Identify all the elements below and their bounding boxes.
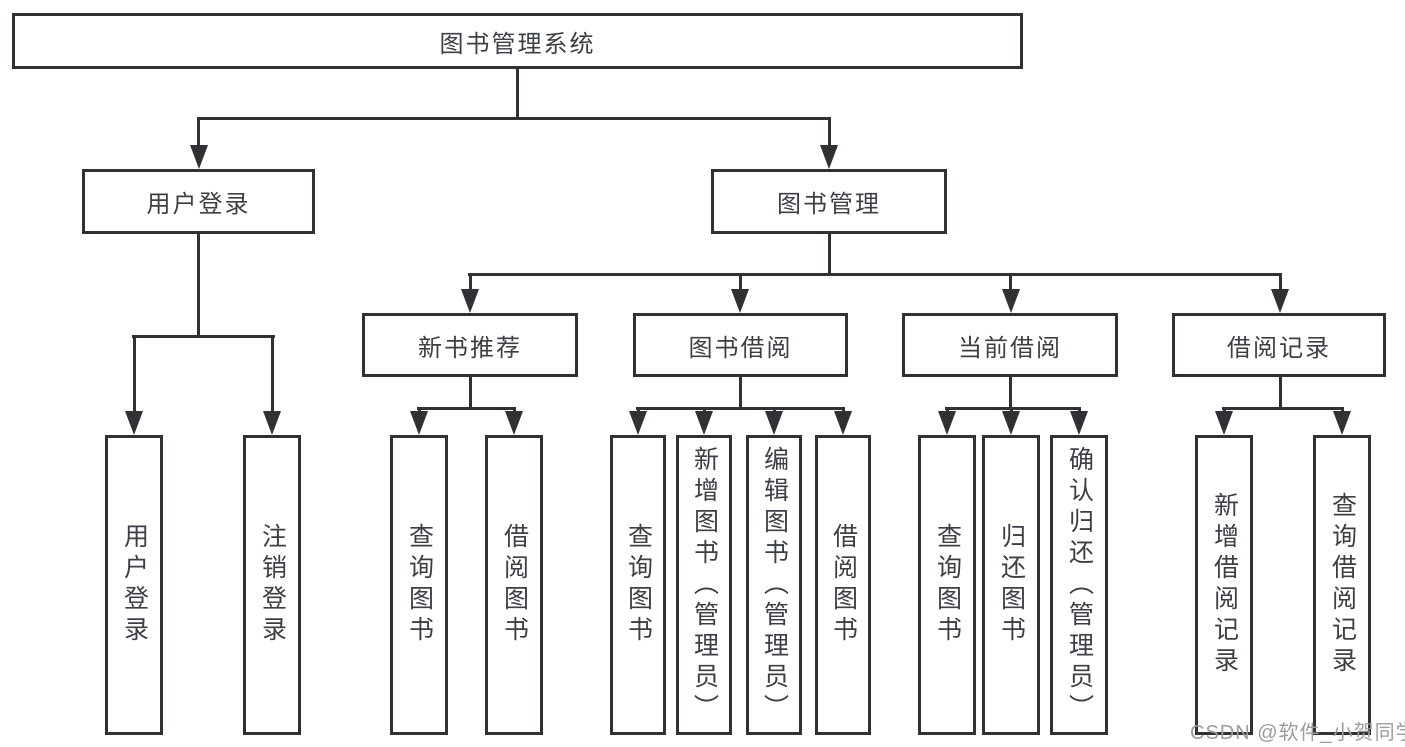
arrowhead-down: [1215, 411, 1233, 435]
connector-vline: [469, 377, 472, 410]
node-current-borrowing: 当前借阅: [902, 313, 1118, 377]
leaf-records-query-record: 查询借阅记录: [1313, 435, 1371, 735]
watermark: CSDN @软件_小贺同学: [1190, 722, 1405, 744]
connector-vline: [271, 335, 274, 415]
connector-hline: [417, 407, 516, 410]
leaf-borrowing-add-books-admin: 新增图书（管理员）: [676, 435, 732, 735]
connector-hline: [1222, 407, 1344, 410]
arrowhead-down: [1002, 289, 1020, 313]
arrowhead-down: [820, 145, 838, 169]
connector-vline: [739, 377, 742, 410]
arrowhead-down: [1070, 411, 1088, 435]
connector-hline: [945, 407, 1081, 410]
connector-vline: [739, 273, 742, 293]
connector-vline: [516, 69, 519, 119]
connector-hline: [132, 335, 275, 338]
connector-vline: [828, 234, 831, 276]
arrowhead-down: [190, 145, 208, 169]
leaf-current-query-books: 查询图书: [918, 435, 976, 735]
connector-vline: [1279, 273, 1282, 293]
connector-hline: [468, 273, 1282, 276]
arrowhead-down: [1271, 289, 1289, 313]
connector-hline: [636, 407, 845, 410]
node-book-management: 图书管理: [711, 169, 947, 234]
arrowhead-down: [461, 289, 479, 313]
leaf-borrowing-edit-books-admin: 编辑图书（管理员）: [746, 435, 802, 735]
leaf-records-add-record: 新增借阅记录: [1195, 435, 1253, 735]
arrowhead-down: [125, 411, 143, 435]
leaf-logout: 注销登录: [243, 435, 301, 735]
arrowhead-down: [834, 411, 852, 435]
leaf-user-login: 用户登录: [105, 435, 163, 735]
arrowhead-down: [695, 411, 713, 435]
node-book-borrowing: 图书借阅: [633, 313, 848, 377]
arrowhead-down: [1002, 411, 1020, 435]
connector-vline: [1279, 377, 1282, 410]
arrowhead-down: [505, 411, 523, 435]
leaf-borrowing-query-books: 查询图书: [610, 435, 666, 735]
node-new-book-recommendation: 新书推荐: [362, 313, 578, 377]
connector-vline: [469, 273, 472, 293]
arrowhead-down: [731, 289, 749, 313]
arrowhead-down: [410, 411, 428, 435]
connector-vline: [1009, 273, 1012, 293]
leaf-recommend-query-books: 查询图书: [390, 435, 448, 735]
arrowhead-down: [263, 411, 281, 435]
connector-vline: [828, 117, 831, 147]
node-library-system: 图书管理系统: [12, 13, 1023, 69]
connector-vline: [197, 117, 200, 147]
node-borrowing-records: 借阅记录: [1172, 313, 1386, 377]
connector-vline: [197, 234, 200, 338]
leaf-borrowing-borrow-books: 借阅图书: [815, 435, 871, 735]
leaf-current-return-books: 归还图书: [982, 435, 1040, 735]
leaf-recommend-borrow-books: 借阅图书: [485, 435, 543, 735]
arrowhead-down: [765, 411, 783, 435]
arrowhead-down: [1333, 411, 1351, 435]
connector-hline: [197, 117, 831, 120]
leaf-current-confirm-return-admin: 确认归还（管理员）: [1050, 435, 1108, 735]
arrowhead-down: [629, 411, 647, 435]
connector-vline: [1009, 377, 1012, 410]
node-user-login: 用户登录: [82, 169, 315, 234]
connector-vline: [133, 335, 136, 415]
arrowhead-down: [938, 411, 956, 435]
